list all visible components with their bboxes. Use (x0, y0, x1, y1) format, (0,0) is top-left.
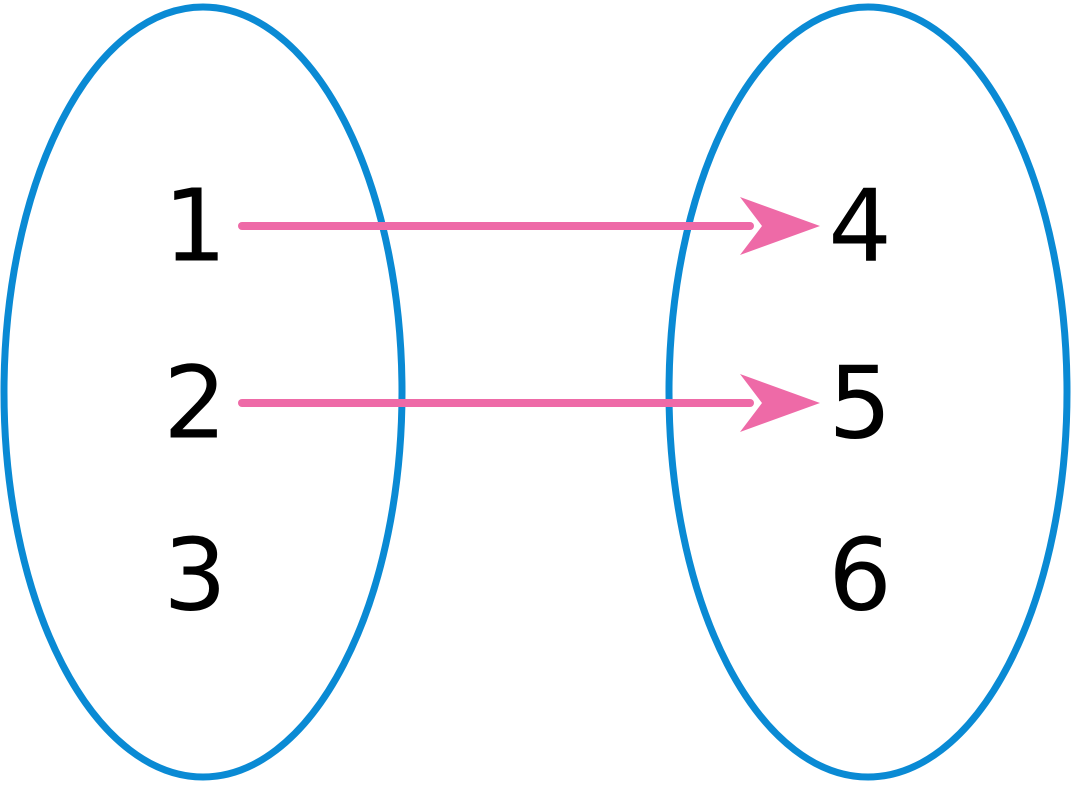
domain-element-1: 1 (163, 168, 227, 285)
codomain-element-5: 5 (828, 345, 892, 462)
arrowhead-2-to-5 (740, 374, 820, 432)
mapping-arrows (238, 197, 820, 432)
domain-element-3: 3 (163, 517, 227, 634)
domain-elements: 1 2 3 (163, 168, 227, 634)
codomain-element-4: 4 (828, 168, 892, 285)
domain-element-2: 2 (163, 345, 227, 462)
codomain-elements: 4 5 6 (828, 168, 892, 634)
codomain-set-oval (665, 3, 1071, 781)
domain-set-oval (0, 3, 406, 781)
arrowhead-1-to-4 (740, 197, 820, 255)
codomain-element-6: 6 (828, 517, 892, 634)
